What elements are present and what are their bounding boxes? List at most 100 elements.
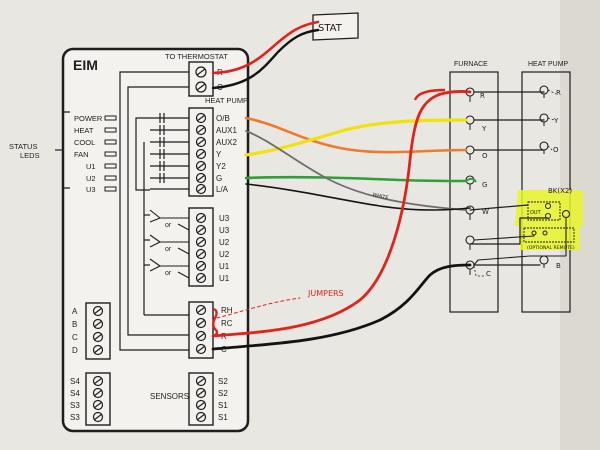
terminal-screw-icon bbox=[195, 330, 207, 342]
wire-remote-link bbox=[473, 235, 535, 241]
furnace-board: FURNACE R Y O G W C bbox=[449, 61, 499, 313]
relay-contact-icon bbox=[531, 230, 548, 236]
terminal-label: U1 bbox=[219, 274, 230, 283]
relay-or-label: or bbox=[165, 246, 172, 253]
terminal-screw-icon bbox=[92, 411, 104, 423]
led-indicator bbox=[104, 186, 117, 192]
terminal-label: C bbox=[221, 345, 227, 354]
bk-label: BK(X2) bbox=[548, 187, 572, 195]
terminal-label: O/B bbox=[216, 114, 230, 123]
heat-pump-contacts bbox=[150, 113, 189, 190]
led-label: U1 bbox=[86, 162, 96, 171]
terminal-label: U2 bbox=[219, 238, 230, 247]
terminal-screw-icon bbox=[195, 183, 207, 195]
terminal-screw-icon bbox=[195, 124, 207, 136]
wire-red-stat bbox=[211, 20, 320, 75]
to-thermostat-label: TO THERMOSTAT bbox=[165, 52, 228, 61]
led-label: U2 bbox=[86, 174, 96, 183]
terminal-screw-icon bbox=[195, 160, 207, 172]
optional-remote-label: (OPTIONAL REMOTE) bbox=[527, 245, 575, 251]
terminal-screw-icon bbox=[92, 399, 104, 411]
jumper-wire bbox=[212, 307, 219, 338]
sensor-left-outline bbox=[85, 372, 111, 426]
furnace-c-leader bbox=[473, 265, 486, 277]
furnace-terminal-label: W bbox=[482, 208, 489, 216]
led-label: POWER bbox=[74, 114, 103, 123]
terminal-screw-icon bbox=[195, 375, 207, 387]
terminal-label: Y2 bbox=[216, 162, 226, 171]
out-label: OUT bbox=[530, 210, 542, 216]
terminal-screw-icon bbox=[92, 318, 104, 330]
terminal-screw-icon bbox=[195, 387, 207, 399]
relay-terminal-block: U3 U3 U2 U2 U1 U1 bbox=[188, 207, 230, 287]
furnace-terminal-label: R bbox=[480, 92, 485, 100]
terminal-label: S4 bbox=[70, 389, 80, 398]
wire-black-c bbox=[211, 263, 472, 351]
relay-block-outline bbox=[188, 207, 214, 287]
terminal-label: U3 bbox=[219, 226, 230, 235]
terminal-screw-icon bbox=[195, 81, 207, 93]
wire-green-g bbox=[244, 175, 468, 183]
wire-bk-return bbox=[473, 223, 567, 266]
terminal-screw-icon bbox=[92, 344, 104, 356]
internal-bus-lines bbox=[119, 71, 189, 351]
wire-white-aux bbox=[245, 130, 467, 211]
bk-relay-box bbox=[527, 201, 561, 221]
status-leds: STATUS LEDS POWER HEAT COOL FAN U1 U2 U3 bbox=[9, 111, 117, 194]
eim-board: EIM TO THERMOSTAT R C HEAT PUMP O/B AUX1… bbox=[61, 47, 250, 433]
jumpers-label: JUMPERS bbox=[307, 289, 344, 298]
hp-o-leader bbox=[547, 145, 553, 151]
terminal-label: AUX2 bbox=[216, 138, 237, 147]
terminal-screw-icon bbox=[195, 317, 207, 329]
led-indicator bbox=[104, 127, 117, 133]
sensors-label: SENSORS bbox=[150, 392, 189, 401]
led-label: HEAT bbox=[74, 126, 94, 135]
hp-y-leader bbox=[547, 117, 555, 121]
hp-r-leader bbox=[547, 89, 557, 95]
wire-red-top bbox=[413, 88, 446, 101]
status-leds-label: LEDS bbox=[20, 151, 40, 160]
led-indicator bbox=[104, 175, 117, 181]
hp-terminal-label: B bbox=[556, 262, 561, 270]
white-wire-label: WHITE bbox=[372, 192, 389, 201]
terminal-label: S2 bbox=[218, 389, 228, 398]
hp-terminal-label: Y bbox=[553, 117, 559, 125]
led-indicator bbox=[104, 139, 117, 145]
wire-green-tail bbox=[465, 177, 477, 183]
heat-pump-title: HEAT PUMP bbox=[528, 61, 569, 68]
terminal-label: RC bbox=[221, 319, 233, 328]
terminal-label: AUX1 bbox=[216, 126, 237, 135]
sensor-right-block: S2 S2 S1 S1 bbox=[188, 372, 228, 426]
wire-relay-link bbox=[469, 217, 549, 245]
terminal-screw-icon bbox=[195, 399, 207, 411]
terminal-label: S3 bbox=[70, 401, 80, 410]
heat-pump-section-label: HEAT PUMP bbox=[205, 96, 248, 105]
terminal-screw-icon bbox=[92, 305, 104, 317]
heat-pump-block-outline bbox=[188, 107, 214, 197]
relay-contact-symbols bbox=[149, 209, 190, 279]
bk-relay-highlight: BK(X2) OUT (OPTIONAL REMOTE) bbox=[515, 187, 583, 251]
terminal-screw-icon bbox=[195, 343, 207, 355]
relay-or-label: or bbox=[165, 270, 172, 277]
terminal-label: S1 bbox=[218, 413, 228, 422]
terminal-label: Y bbox=[216, 150, 222, 159]
terminal-screw-icon bbox=[92, 375, 104, 387]
led-indicator bbox=[104, 151, 117, 157]
terminal-screw-icon bbox=[195, 212, 207, 224]
led-label: FAN bbox=[74, 150, 89, 159]
led-indicator bbox=[104, 163, 117, 169]
sensor-left-block: S4 S4 S3 S3 bbox=[70, 372, 111, 426]
terminal-label: A bbox=[72, 307, 78, 316]
terminal-label: S1 bbox=[218, 401, 228, 410]
optional-remote-box bbox=[523, 227, 575, 243]
terminal-screw-icon bbox=[92, 331, 104, 343]
led-label: U3 bbox=[86, 185, 96, 194]
terminal-screw-icon bbox=[195, 224, 207, 236]
wire-w-relay bbox=[469, 204, 529, 211]
led-indicator bbox=[104, 115, 117, 121]
terminal-label: RH bbox=[221, 306, 233, 315]
terminal-screw-icon bbox=[195, 260, 207, 272]
wire-black-aux bbox=[245, 183, 471, 211]
terminal-label: C bbox=[72, 333, 78, 342]
wire-red-r bbox=[211, 89, 472, 338]
